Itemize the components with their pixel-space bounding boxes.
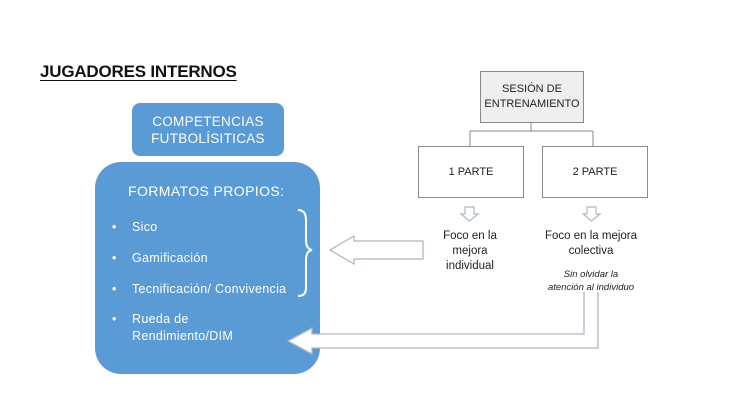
focus-note-1: Foco en la mejora individual xyxy=(425,229,515,274)
formato-item-rueda: • Rueda de Rendimiento/DIM xyxy=(112,311,234,345)
root-node-sesion: SESIÓN DE ENTRENAMIENTO xyxy=(480,71,584,123)
formato-label: Sico xyxy=(132,220,158,234)
root-line-1: SESIÓN DE xyxy=(502,83,562,95)
focus-2-line-2: colectiva xyxy=(568,245,614,257)
focus-note-2: Foco en la mejora colectiva xyxy=(530,229,652,259)
competencias-line-2: FUTBOLÍSITICAS xyxy=(151,130,265,146)
competencias-box: COMPETENCIAS FUTBOLÍSITICAS xyxy=(132,103,284,156)
formato-item-sico: • Sico xyxy=(112,219,158,236)
formato-label-line-2: Rendimiento/DIM xyxy=(132,329,234,343)
down-arrow-icon xyxy=(581,206,602,222)
reminder-line-2: atención al individuo xyxy=(547,282,635,293)
focus-1-line-2: mejora xyxy=(452,245,488,257)
part-1-label: 1 PARTE xyxy=(448,166,494,178)
return-arrow-icon xyxy=(286,292,599,356)
formato-item-gamificacion: • Gamificación xyxy=(112,250,208,267)
node-part-2: 2 PARTE xyxy=(542,146,648,198)
reminder-note: Sin olvidar la atención al individuo xyxy=(528,268,654,294)
formatos-box xyxy=(95,162,320,374)
brace-icon xyxy=(297,209,313,297)
focus-1-line-1: Foco en la xyxy=(443,230,497,242)
formato-label-line-1: Rueda de xyxy=(132,312,189,326)
formato-label: Gamificación xyxy=(132,251,208,265)
bullet: • xyxy=(112,220,117,234)
reminder-line-1: Sin olvidar la xyxy=(563,269,619,280)
focus-1-line-3: individual xyxy=(446,260,494,272)
bullet: • xyxy=(112,251,117,265)
left-arrow-icon xyxy=(328,234,424,266)
down-arrow-icon xyxy=(459,206,480,222)
root-line-2: ENTRENAMIENTO xyxy=(484,98,580,110)
formatos-title: FORMATOS PROPIOS: xyxy=(128,183,285,199)
focus-2-line-1: Foco en la mejora xyxy=(544,230,638,242)
bullet: • xyxy=(112,282,117,296)
part-2-label: 2 PARTE xyxy=(572,166,618,178)
bullet: • xyxy=(112,312,117,326)
node-part-1: 1 PARTE xyxy=(418,146,524,198)
formato-label: Tecnificación/ Convivencia xyxy=(132,282,287,296)
formato-item-tecnificacion: • Tecnificación/ Convivencia xyxy=(112,281,287,298)
competencias-line-1: COMPETENCIAS xyxy=(152,113,264,129)
page-title: JUGADORES INTERNOS xyxy=(40,62,237,81)
